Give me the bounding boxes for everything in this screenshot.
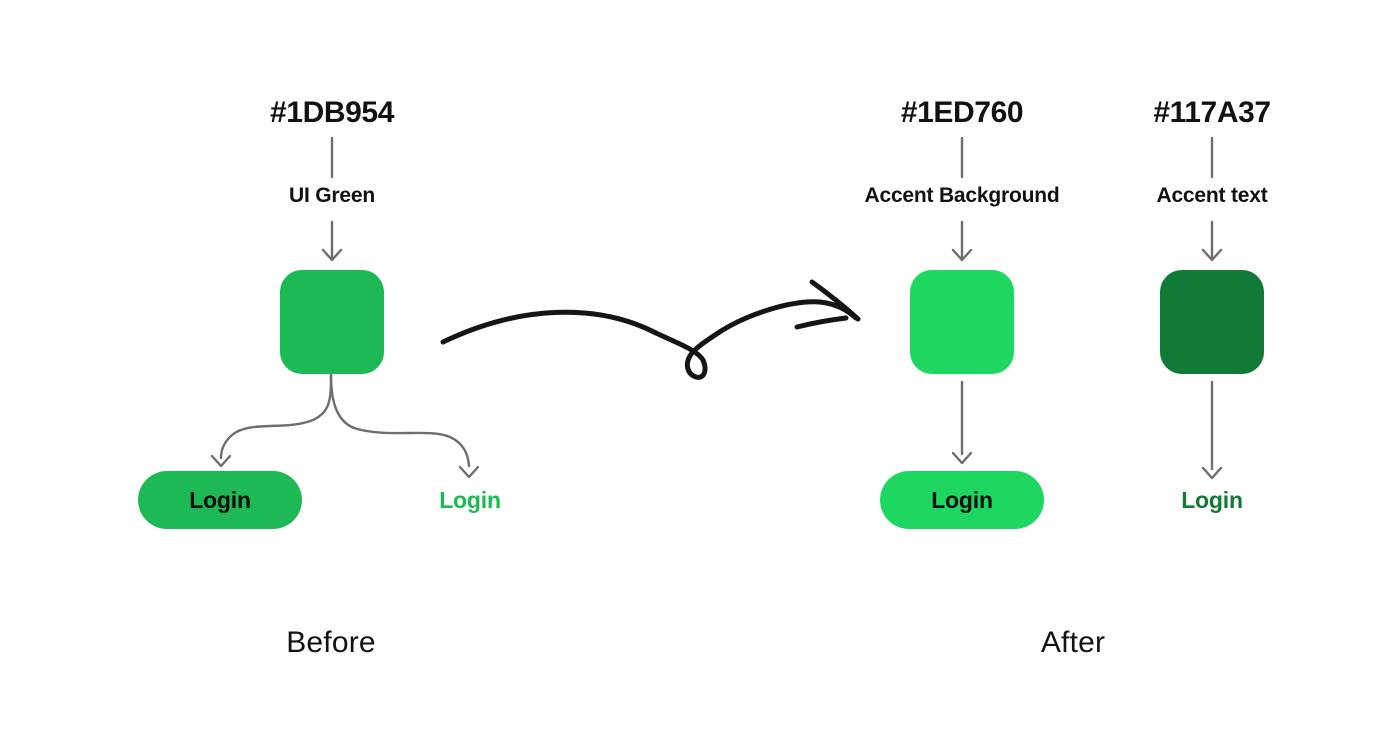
accent-text-down-arrow-icon: [1201, 220, 1223, 262]
accent-text-swatch: [1160, 270, 1264, 374]
transform-arrow-icon: [440, 279, 861, 380]
before-color-swatch: [280, 270, 384, 374]
before-login-button-label: Login: [189, 486, 251, 513]
accent-background-down-arrow-icon: [951, 220, 973, 262]
before-login-link-text: Login: [439, 487, 501, 513]
accent-text-name: Accent text: [1156, 184, 1268, 207]
before-login-button[interactable]: Login: [138, 471, 302, 529]
before-branch-right-arrow-icon: [329, 373, 480, 479]
after-login-link-text: Login: [1181, 487, 1243, 513]
before-color-name: UI Green: [289, 184, 375, 207]
accent-text-flow-arrow-icon: [1201, 380, 1223, 480]
accent-background-hex-code: #1ED760: [900, 96, 1024, 129]
before-down-arrow-icon: [321, 220, 343, 262]
accent-background-name: Accent Background: [864, 184, 1060, 207]
accent-background-swatch: [910, 270, 1014, 374]
before-caption: Before: [286, 626, 376, 659]
accent-background-flow-arrow-icon: [951, 380, 973, 465]
before-branch-left-arrow-icon: [210, 373, 333, 468]
before-hex-code: #1DB954: [270, 96, 394, 129]
after-login-button[interactable]: Login: [880, 471, 1044, 529]
after-caption: After: [1040, 626, 1106, 659]
after-login-button-label: Login: [931, 486, 993, 513]
accent-text-hex-code: #117A37: [1153, 96, 1271, 129]
